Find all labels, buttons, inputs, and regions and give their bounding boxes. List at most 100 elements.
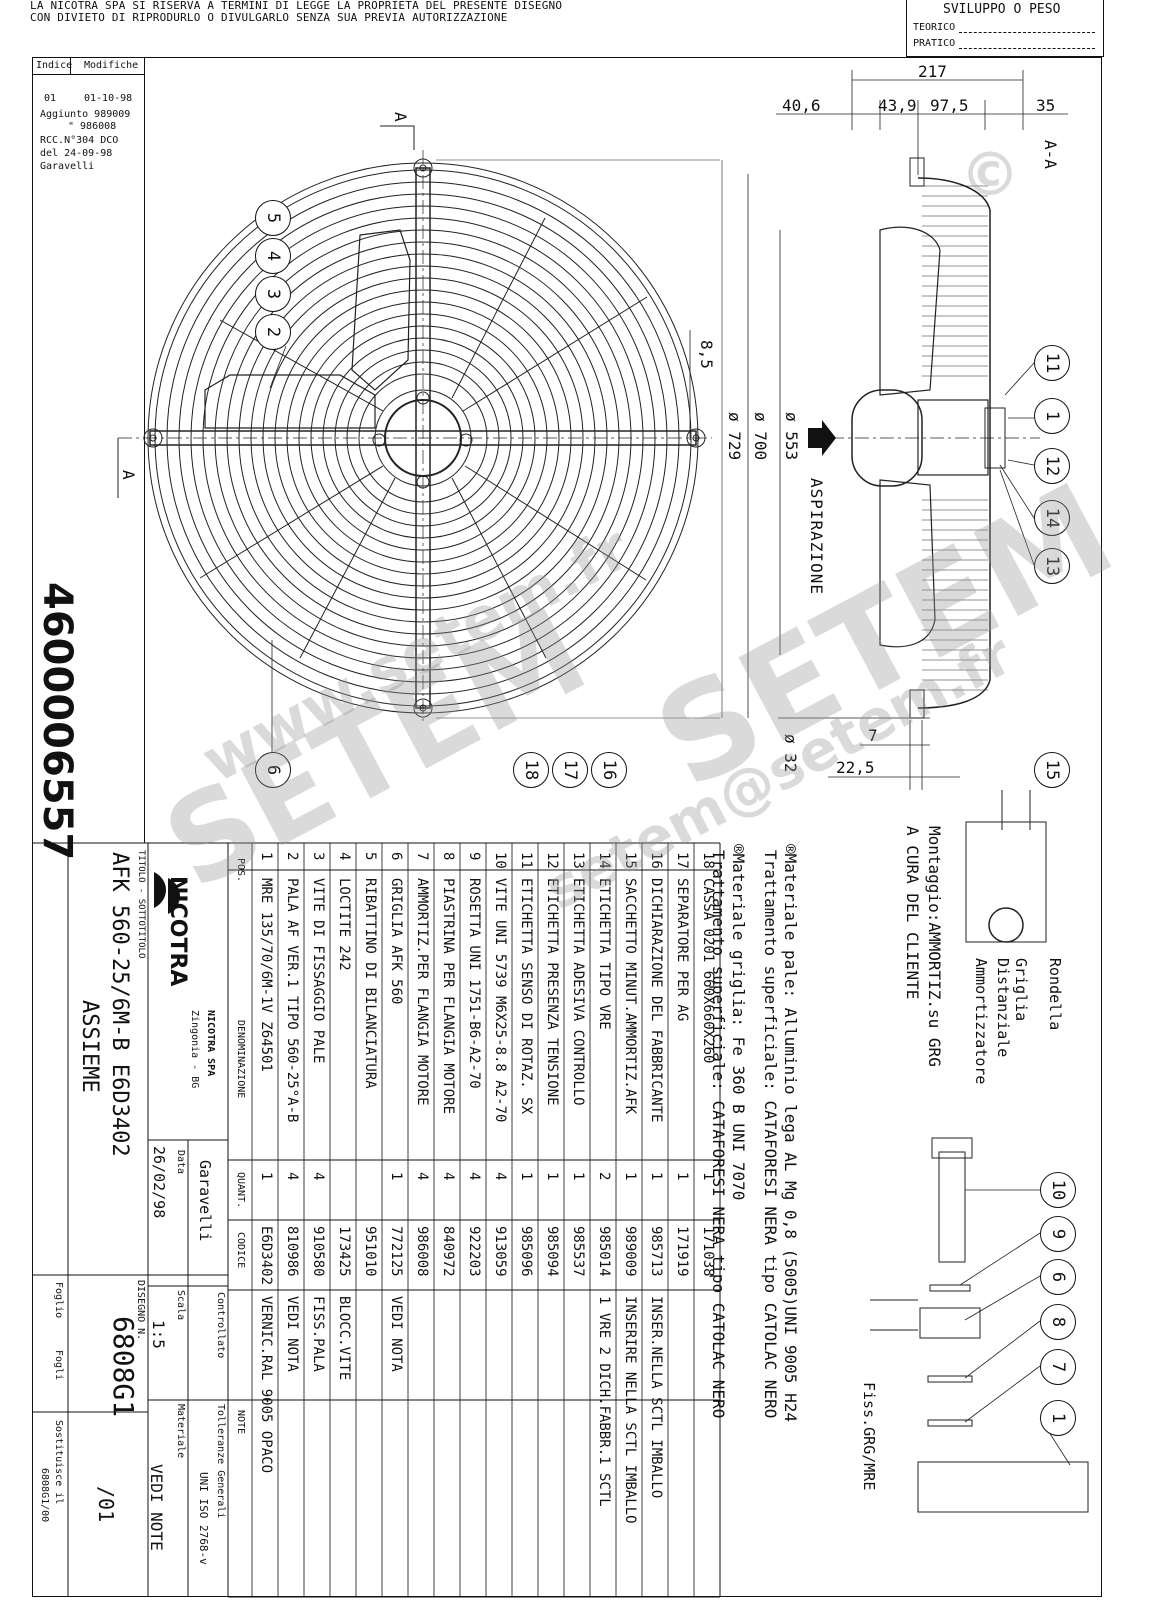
bom-row-desc: MRE 135/70/6M-1V Z64501 <box>258 878 274 1072</box>
bom-row-code: 985713 <box>648 1226 664 1277</box>
bom-row-pos: 16 <box>648 852 664 869</box>
dim-729: ø 729 <box>725 412 744 461</box>
dim-35: 35 <box>1036 96 1056 115</box>
dim-43-9: 43,9 <box>878 96 917 115</box>
revision-col-changes: Modifiche <box>84 60 139 71</box>
weight-teorico-label: TEORICO <box>913 22 956 33</box>
material-label: Materiale <box>175 1404 186 1459</box>
replaces-label: Sostituisce il <box>53 1420 64 1505</box>
bom-row-qty: 4 <box>492 1172 508 1181</box>
revision-line-2: " 986008 <box>68 121 117 132</box>
bom-row-qty: 4 <box>466 1172 482 1181</box>
title-label: TITOLO - SOTTOTITOLO <box>136 850 146 959</box>
date-label: Data <box>175 1150 186 1175</box>
bom-row-pos: 7 <box>414 852 430 861</box>
bom-row-code: 985096 <box>518 1226 534 1277</box>
detail-label-griglia: Griglia <box>1012 958 1030 1022</box>
bom-row-desc: RIBATTINO DI BILANCIATURA <box>362 878 378 1089</box>
revision-col-divider <box>70 57 71 74</box>
callout-5: 5 <box>255 200 291 236</box>
detail-label-distanziale: Distanziale <box>994 958 1012 1058</box>
callout-15: 15 <box>1034 752 1070 788</box>
callout-4: 4 <box>255 238 291 274</box>
bom-row-note: VEDI NOTA <box>284 1296 300 1372</box>
note-mounting-2: A CURA DEL CLIENTE <box>903 826 922 1000</box>
dim-32: ø 32 <box>781 734 800 773</box>
drawing-title: AFK 560-25/6M-B E6D3402 <box>107 852 132 1157</box>
dim-700: ø 700 <box>751 412 770 461</box>
bom-row-desc: GRIGLIA AFK 560 <box>388 878 404 1005</box>
bom-col-pos: POS. <box>235 858 246 883</box>
bom-row-code: 810986 <box>284 1226 300 1277</box>
bom-row-note: FISS.PALA <box>310 1296 326 1372</box>
bom-row-note: VEDI NOTA <box>388 1296 404 1372</box>
tolerance-label: Tolleranze Generali <box>215 1404 226 1519</box>
bom-col-desc: DENOMINAZIONE <box>235 1020 246 1099</box>
revision-line-1: Aggiunto 989009 <box>40 109 131 120</box>
detail-label-fiss: Fiss.GRG/MRE <box>860 1382 878 1491</box>
sheet-label: Foglio <box>53 1282 64 1319</box>
bom-row-code: 910580 <box>310 1226 326 1277</box>
bom-row-code: 986008 <box>414 1226 430 1277</box>
bom-row-desc: CASSA 0201 660X660X260 <box>700 878 716 1064</box>
bom-row-pos: 8 <box>440 852 456 861</box>
weight-box: SVILUPPO O PESO TEORICO PRATICO <box>906 0 1104 57</box>
replaces-value: 6808G1/00 <box>39 1468 50 1523</box>
bom-row-pos: 2 <box>284 852 300 861</box>
bom-row-desc: PIASTRINA PER FLANGIA MOTORE <box>440 878 456 1115</box>
note-blade-material: ®Materiale pale: Alluminio lega AL Mg 0,… <box>781 844 800 1422</box>
callout-detail-8: 8 <box>1040 1304 1076 1340</box>
copyright-line-1: LA NICOTRA SPA SI RISERVA A TERMINI DI L… <box>30 0 563 12</box>
bom-row-code: 951010 <box>362 1226 378 1277</box>
note-blade-treatment: Trattamento superficiale: CATAFORESI NER… <box>761 850 780 1419</box>
bom-row-qty: 4 <box>440 1172 456 1181</box>
callout-3: 3 <box>255 276 291 312</box>
bom-row-desc: ROSETTA UNI 1751-B6-A2-70 <box>466 878 482 1089</box>
callout-14: 14 <box>1034 500 1070 536</box>
company-full: NICOTRA SPA <box>205 1010 216 1077</box>
callout-16: 16 <box>591 752 627 788</box>
revision-header-line <box>32 74 144 75</box>
bom-row-code: 989009 <box>622 1226 638 1277</box>
bom-row-code: 772125 <box>388 1226 404 1277</box>
bom-row-pos: 3 <box>310 852 326 861</box>
bom-row-pos: 18 <box>700 852 716 869</box>
bom-row-note: VERNIC.RAL 9005 OPACO <box>258 1296 274 1474</box>
bom-row-desc: SEPARATORE PER AG <box>674 878 690 1022</box>
bom-row-pos: 13 <box>570 852 586 869</box>
bom-row-note: 1 VRE 2 DICH.FABBR.1 SCTL <box>596 1296 612 1507</box>
callout-detail-1: 1 <box>1040 1400 1076 1436</box>
note-mounting-1: Montaggio:AMMORTIZ.su GRG <box>925 826 944 1067</box>
bom-row-qty: 1 <box>570 1172 586 1181</box>
bom-row-code: 985094 <box>544 1226 560 1277</box>
dim-22-5: 22,5 <box>836 758 875 777</box>
bom-row-pos: 1 <box>258 852 274 861</box>
side-view <box>830 157 1040 719</box>
dim-40-6: 40,6 <box>782 96 821 115</box>
dim-217: 217 <box>918 62 947 81</box>
company-name: NICOTRA <box>165 876 190 987</box>
bom-row-qty: 1 <box>700 1172 716 1181</box>
drawing-tolerance: UNI ISO 2768-v <box>197 1472 210 1565</box>
bom-row-pos: 12 <box>544 852 560 869</box>
callout-11: 11 <box>1034 345 1070 381</box>
bom-row-code: 171038 <box>700 1226 716 1277</box>
bom-row-desc: VITE DI FISSAGGIO PALE <box>310 878 326 1064</box>
bom-row-qty: 1 <box>648 1172 664 1181</box>
bom-row-desc: LOCTITE 242 <box>336 878 352 971</box>
weight-pratico-label: PRATICO <box>913 38 956 49</box>
title-block-frame <box>32 842 721 1598</box>
bom-row-qty: 1 <box>258 1172 274 1181</box>
weight-teorico-line <box>959 32 1095 33</box>
bom-row-code: 840972 <box>440 1226 456 1277</box>
copyright-notice: LA NICOTRA SPA SI RISERVA A TERMINI DI L… <box>30 0 562 24</box>
dim-7: 7 <box>868 726 878 745</box>
weight-pratico-line <box>959 48 1095 49</box>
sheets-label: Fogli <box>53 1350 64 1381</box>
bom-row-pos: 9 <box>466 852 482 861</box>
weight-box-title: SVILUPPO O PESO <box>943 2 1061 17</box>
section-a-left: A <box>119 470 138 480</box>
airflow-arrow <box>808 420 836 456</box>
dim-553: ø 553 <box>782 412 801 461</box>
bom-row-lines <box>251 843 695 1597</box>
